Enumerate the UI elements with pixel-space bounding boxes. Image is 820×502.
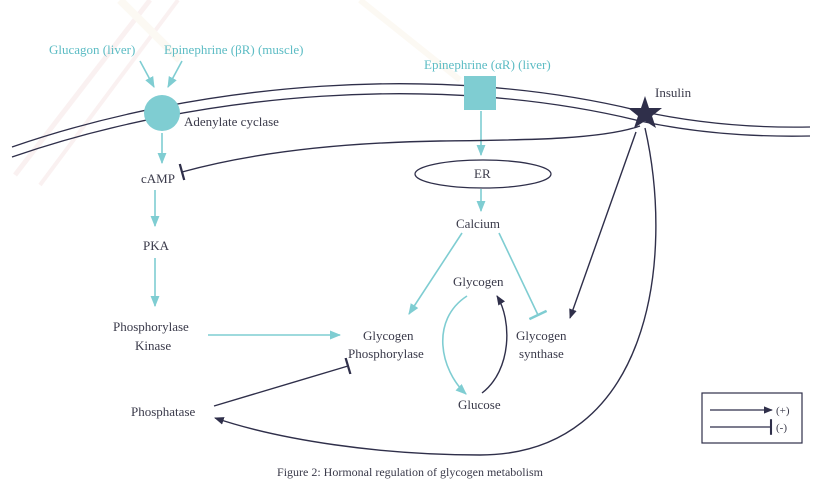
insulin-receptor-star [628,96,662,128]
insulin-inhibits-camp [178,125,641,181]
legend-inhibit-label: (-) [776,422,787,434]
er-label: ER [474,166,491,181]
phosphatase-inhibits-gp [213,357,352,407]
adenylate-cyclase-label: Adenylate cyclase [184,114,279,129]
phosphatase-label: Phosphatase [131,404,196,419]
phosphorylase-kinase-label-1: Phosphorylase [113,319,189,334]
dark-arrows [178,125,657,456]
epi-beta-arrow [167,60,183,88]
teal-arrows [139,60,548,395]
calcium-to-gp-arrow [408,232,463,315]
legend-box [701,392,803,444]
camp-label: cAMP [141,171,175,186]
legend-activate-label: (+) [776,405,790,417]
glucose-to-glycogen-arrow [481,295,508,394]
adenylate-cyclase-receptor [144,95,180,131]
glucagon-arrow [139,60,155,88]
glycogen-to-glucose-arrow [442,295,468,395]
insulin-label: Insulin [655,85,692,100]
epinephrine-beta-label: Epinephrine (βR) (muscle) [164,42,303,57]
phosphorylase-kinase-label-2: Kinase [135,338,171,353]
calcium-inhibits-gs [498,232,548,321]
glycogen-synthase-label-2: synthase [519,346,564,361]
er-compartment [414,159,552,189]
glycogen-phosphorylase-label-1: Glycogen [363,328,414,343]
figure-caption: Figure 2: Hormonal regulation of glycoge… [277,465,544,479]
glucose-label: Glucose [458,397,501,412]
calcium-label: Calcium [456,216,500,231]
glucagon-label: Glucagon (liver) [49,42,135,57]
legend: (+) (-) [701,392,803,444]
alpha-receptor [464,76,496,110]
glycogen-label: Glycogen [453,274,504,289]
background-watermark [13,0,462,187]
insulin-to-gs-arrow [569,131,637,319]
insulin-to-phosphatase-arrow [214,127,657,456]
pka-label: PKA [143,238,170,253]
glycogen-synthase-label-1: Glycogen [516,328,567,343]
glycogen-phosphorylase-label-2: Phosphorylase [348,346,424,361]
epinephrine-alpha-label: Epinephrine (αR) (liver) [424,57,551,72]
